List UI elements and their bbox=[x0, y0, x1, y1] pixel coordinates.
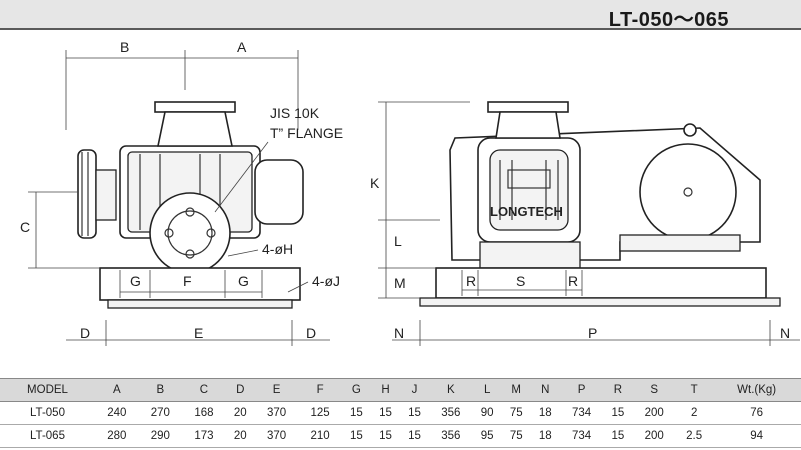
header-cell: S bbox=[632, 378, 676, 402]
side-view: B A C bbox=[20, 39, 343, 346]
brand-label: LONGTECH bbox=[490, 204, 563, 219]
table-cell: LT-050 bbox=[0, 401, 95, 425]
top-neck bbox=[157, 111, 233, 147]
dim-r-right-label: R bbox=[568, 273, 578, 289]
table-cell: 15 bbox=[603, 424, 633, 448]
table-cell: 95 bbox=[472, 424, 502, 448]
dim-b-label: B bbox=[120, 39, 129, 55]
flange-callout-line1: JIS 10K bbox=[270, 105, 320, 121]
dim-m-label: M bbox=[394, 275, 406, 291]
base-frame bbox=[99, 267, 301, 301]
table-cell: 168 bbox=[182, 401, 226, 425]
table-row: LT-065 280 290 173 20 370 210 15 15 15 3… bbox=[0, 424, 801, 448]
dim-e-label: E bbox=[194, 325, 203, 341]
motor bbox=[639, 143, 737, 241]
table-cell: 734 bbox=[559, 401, 604, 425]
table-cell: 15 bbox=[370, 401, 400, 425]
holes-j-callout: 4-øJ bbox=[312, 273, 340, 289]
header-cell: Wt.(Kg) bbox=[712, 378, 801, 402]
table-cell: 15 bbox=[370, 424, 400, 448]
header-cell: J bbox=[400, 378, 430, 402]
dim-f-label: F bbox=[183, 273, 192, 289]
table-cell: 18 bbox=[530, 401, 560, 425]
table-cell: 20 bbox=[225, 401, 255, 425]
table-cell: 240 bbox=[95, 401, 139, 425]
header-cell: G bbox=[341, 378, 371, 402]
dim-d-left-label: D bbox=[80, 325, 90, 341]
spec-table: MODEL A B C D E F G H J K L M N P R S T … bbox=[0, 378, 801, 448]
dim-c-label: C bbox=[20, 219, 30, 235]
page-title: LT-050～065 bbox=[608, 9, 729, 31]
dim-n-right-label: N bbox=[780, 325, 790, 341]
header-cell: N bbox=[530, 378, 560, 402]
dim-a-label: A bbox=[237, 39, 247, 55]
spec-header-row: MODEL A B C D E F G H J K L M N P R S T … bbox=[0, 378, 801, 402]
dim-r-left-label: R bbox=[466, 273, 476, 289]
front-top-flange bbox=[487, 101, 569, 113]
technical-drawing: B A C bbox=[20, 39, 800, 346]
table-cell: 15 bbox=[603, 401, 633, 425]
header-cell: R bbox=[603, 378, 633, 402]
header-cell: F bbox=[298, 378, 342, 402]
table-cell: 2 bbox=[676, 401, 713, 425]
table-cell: 270 bbox=[138, 401, 183, 425]
table-cell: 15 bbox=[400, 401, 430, 425]
dim-k-label: K bbox=[370, 175, 380, 191]
header-cell: T bbox=[676, 378, 713, 402]
header-cell: B bbox=[138, 378, 183, 402]
table-cell: 370 bbox=[254, 401, 299, 425]
table-cell: 280 bbox=[95, 424, 139, 448]
header-cell: P bbox=[559, 378, 604, 402]
header-cell: M bbox=[501, 378, 531, 402]
table-cell: 290 bbox=[138, 424, 183, 448]
dim-l-label: L bbox=[394, 233, 402, 249]
table-cell: 356 bbox=[429, 424, 473, 448]
dim-g-left-label: G bbox=[130, 273, 141, 289]
dim-d-right-label: D bbox=[306, 325, 316, 341]
pulley bbox=[77, 149, 97, 239]
table-cell: 200 bbox=[632, 401, 676, 425]
table-cell: 210 bbox=[298, 424, 342, 448]
header-cell: K bbox=[429, 378, 473, 402]
table-cell: 76 bbox=[712, 401, 801, 425]
holes-h-callout: 4-øH bbox=[262, 241, 293, 257]
front-base bbox=[435, 267, 767, 299]
table-cell: 15 bbox=[341, 424, 371, 448]
outlet-flange bbox=[149, 192, 231, 274]
dim-s-label: S bbox=[516, 273, 525, 289]
dim-p-label: P bbox=[588, 325, 597, 341]
table-cell: 370 bbox=[254, 424, 299, 448]
header-cell: A bbox=[95, 378, 139, 402]
table-cell: 15 bbox=[400, 424, 430, 448]
header-cell: MODEL bbox=[0, 378, 95, 402]
table-cell: 125 bbox=[298, 401, 342, 425]
header-cell: D bbox=[225, 378, 255, 402]
table-cell: 734 bbox=[559, 424, 604, 448]
table-cell: 90 bbox=[472, 401, 502, 425]
flange-callout-line2: T” FLANGE bbox=[270, 125, 343, 141]
shaft-coupling bbox=[95, 169, 117, 221]
table-cell: 173 bbox=[182, 424, 226, 448]
table-cell: LT-065 bbox=[0, 424, 95, 448]
table-row: LT-050 240 270 168 20 370 125 15 15 15 3… bbox=[0, 401, 801, 425]
header-cell: H bbox=[370, 378, 400, 402]
header-cell: L bbox=[472, 378, 502, 402]
header-cell: E bbox=[254, 378, 299, 402]
top-flange bbox=[154, 101, 236, 113]
table-cell: 20 bbox=[225, 424, 255, 448]
table-cell: 75 bbox=[501, 401, 531, 425]
front-view: LONGTECH K L M R S R N P N bbox=[370, 101, 800, 346]
table-cell: 18 bbox=[530, 424, 560, 448]
title-bar: LT-050～065 bbox=[0, 0, 801, 31]
header-cell: C bbox=[182, 378, 226, 402]
gear-cover bbox=[254, 159, 304, 225]
table-cell: 94 bbox=[712, 424, 801, 448]
table-cell: 15 bbox=[341, 401, 371, 425]
dim-g-right-label: G bbox=[238, 273, 249, 289]
table-cell: 75 bbox=[501, 424, 531, 448]
table-cell: 356 bbox=[429, 401, 473, 425]
table-cell: 200 bbox=[632, 424, 676, 448]
table-cell: 2.5 bbox=[676, 424, 713, 448]
dim-n-left-label: N bbox=[394, 325, 404, 341]
